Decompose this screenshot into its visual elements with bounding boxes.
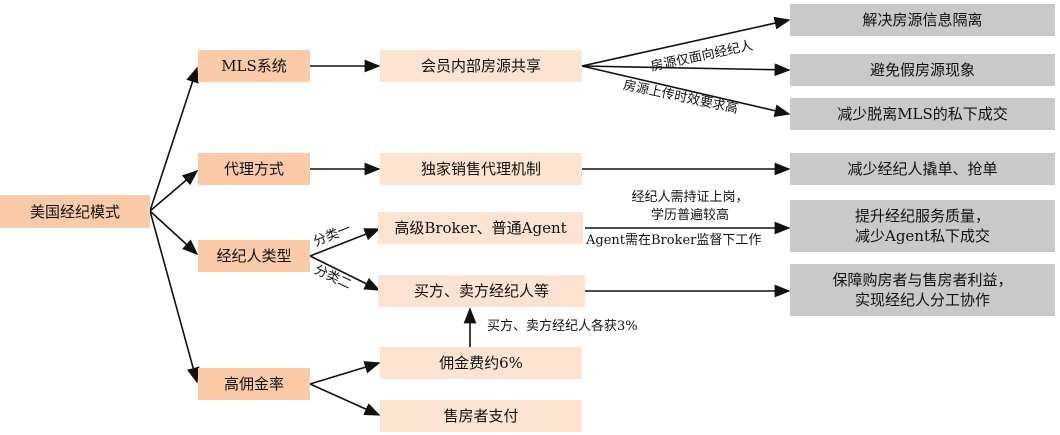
node-broker-type: 经纪人类型 (198, 240, 310, 272)
outcome-line: 提升经纪服务质量， (854, 207, 990, 225)
node-broker-agent: 高级Broker、普通Agent (378, 212, 583, 244)
node-seller-pays: 售房者支付 (380, 400, 582, 432)
outcome-line: 减少Agent私下成交 (854, 227, 990, 245)
outcome-info-isolation: 解决房源信息隔离 (790, 4, 1055, 36)
label-commission-split: 买方、卖方经纪人各获3% (487, 319, 638, 334)
outcome-poaching: 减少经纪人撬单、抢单 (790, 153, 1055, 185)
outcome-fake-listings: 避免假房源现象 (790, 54, 1055, 86)
node-commission-6pct: 佣金费约6% (380, 347, 582, 379)
node-high-commission: 高佣金率 (198, 368, 310, 400)
node-buyer-seller-agent: 买方、卖方经纪人等 (378, 275, 585, 307)
outcome-service-quality: 提升经纪服务质量， 减少Agent私下成交 (790, 200, 1055, 252)
outcome-protect-interests: 保障购房者与售房者利益， 实现经纪人分工协作 (790, 264, 1055, 316)
node-exclusive-agency: 独家销售代理机制 (380, 153, 582, 185)
node-mls-system: MLS系统 (198, 50, 310, 82)
outcome-line: 保障购房者与售房者利益， (832, 271, 1013, 289)
label-agent-supervised: Agent需在Broker监督下工作 (586, 233, 762, 248)
node-mls-sharing: 会员内部房源共享 (380, 50, 582, 82)
outcome-private-deals: 减少脱离MLS的私下成交 (790, 98, 1055, 130)
outcome-line: 实现经纪人分工协作 (854, 291, 990, 309)
label-licensed: 经纪人需持证上岗， (631, 190, 749, 205)
node-agency-mode: 代理方式 (198, 153, 310, 185)
label-educated: 学历普遍较高 (650, 208, 729, 223)
root-node: 美国经纪模式 (0, 195, 150, 228)
